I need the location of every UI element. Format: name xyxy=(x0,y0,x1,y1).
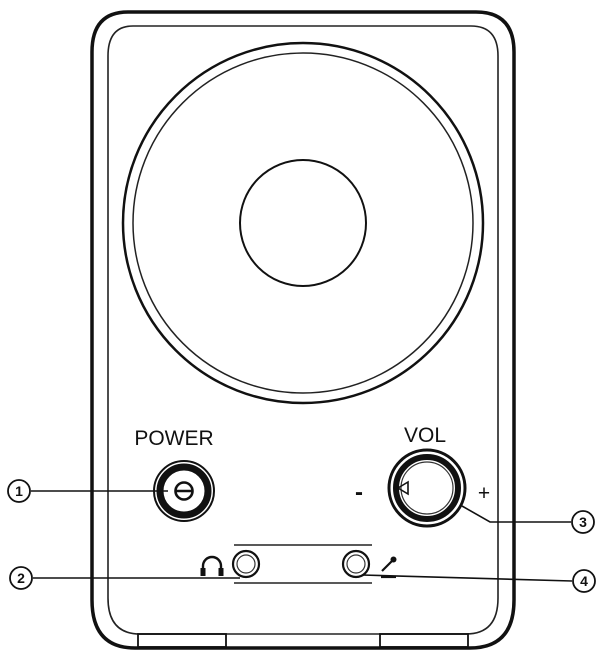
left-foot xyxy=(137,633,227,648)
triangle-pointer-icon xyxy=(396,480,409,496)
callout-3: 3 xyxy=(571,510,595,534)
svg-text:2: 2 xyxy=(17,570,25,586)
speaker-driver xyxy=(121,41,485,405)
leader-4 xyxy=(361,574,573,582)
driver-outer-ring xyxy=(121,41,485,405)
volume-label: VOL xyxy=(404,424,446,447)
volume-plus-label: + xyxy=(478,482,490,505)
volume-knob[interactable] xyxy=(387,448,467,528)
jack-panel xyxy=(234,544,372,584)
microphone-jack[interactable] xyxy=(341,549,371,579)
volume-minus-label: - xyxy=(355,479,363,506)
speaker-feet xyxy=(137,633,469,648)
dust-cap xyxy=(239,159,367,287)
callout-leaders xyxy=(31,490,573,582)
svg-text:4: 4 xyxy=(580,573,588,589)
power-symbol-icon xyxy=(174,481,194,501)
microphone-icon xyxy=(381,556,397,579)
headphone-icon xyxy=(200,555,224,576)
driver-inner-ring xyxy=(132,52,474,394)
svg-text:3: 3 xyxy=(579,514,587,530)
leader-3 xyxy=(461,505,571,523)
callout-4: 4 xyxy=(572,569,596,593)
power-label: POWER xyxy=(134,427,213,450)
svg-text:1: 1 xyxy=(15,483,23,499)
speaker-body xyxy=(90,10,516,650)
headphone-jack[interactable] xyxy=(231,549,261,579)
right-foot xyxy=(379,633,469,648)
callout-1: 1 xyxy=(7,479,31,503)
callout-2: 2 xyxy=(9,566,33,590)
